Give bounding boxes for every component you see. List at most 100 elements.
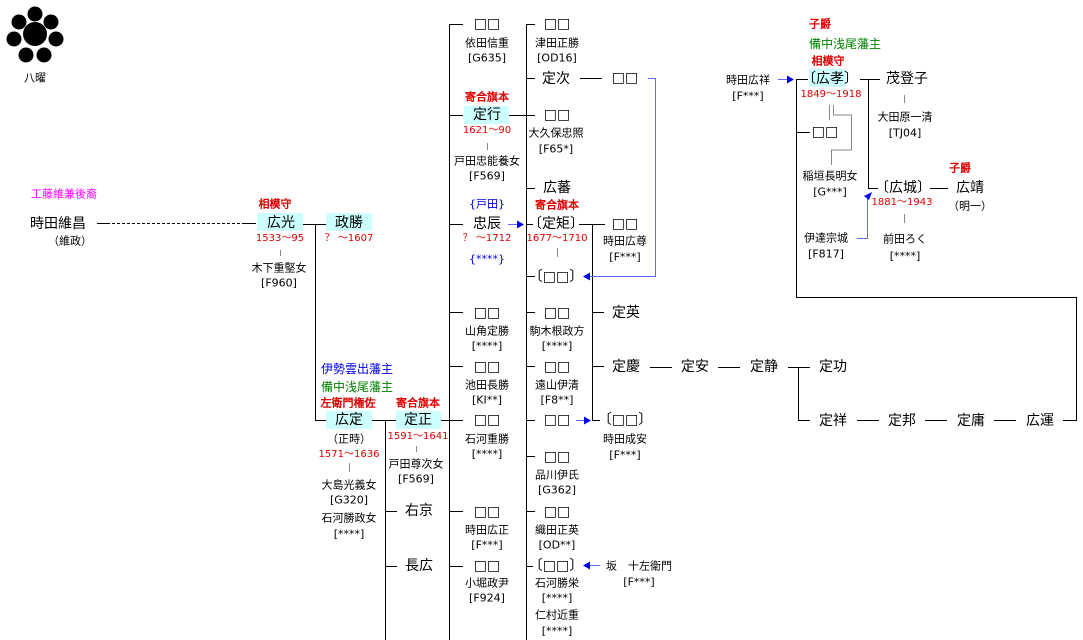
hirosada-years: 1571～1636 <box>318 449 380 460</box>
tadatoki-note2: {****} <box>469 252 505 266</box>
hirotada-title-viscount: 子爵 <box>809 17 831 31</box>
sadayuki-wife-code: [F569] <box>469 169 505 183</box>
hiroyasu-title: 子爵 <box>949 161 971 175</box>
col3-d4-code: [F8**] <box>540 393 574 407</box>
hiroki-name: 〔広城〕 <box>875 180 931 196</box>
hiromitsu-highlight <box>257 213 303 231</box>
sadakuni-name: 定邦 <box>888 413 916 429</box>
sadamasa-wife: 戸田尊次女 <box>388 457 444 471</box>
col2-d6-code: [F924] <box>469 591 505 605</box>
hiroshige-name: 広蕃 <box>543 180 571 196</box>
hirokazu-name: 広運 <box>1026 413 1054 429</box>
tadatoki-name: 忠辰 <box>473 216 501 232</box>
ban-code: [F***] <box>623 575 655 589</box>
hirotada-wife-code: [G***] <box>813 185 847 199</box>
col3-d2-name: □□ <box>543 107 571 123</box>
col3-d6-code: [G362] <box>537 483 577 497</box>
col3-d7-spouse: 織田正英 <box>535 523 579 537</box>
ancestor-name: 時田維昌 <box>30 216 86 232</box>
col2-d2-spouse: 山角定勝 <box>465 324 509 338</box>
sadanori-child-spouse: 時田広尊 <box>603 234 647 248</box>
hiroki-origin: 伊達宗城 <box>804 231 848 245</box>
hiromitsu-name: 広光 <box>267 215 295 231</box>
col3-d5-name: □□ <box>543 412 571 428</box>
motoko-code: [TJ04] <box>888 126 922 140</box>
sadayuki-highlight <box>464 106 509 124</box>
masakatsu-years: ？ ～1607 <box>324 233 374 244</box>
sister-name: □□ <box>811 124 839 140</box>
col2-d5-spouse: 時田広正 <box>465 523 509 537</box>
sadamasa-name: 定正 <box>404 412 432 428</box>
sadatsugu-child: □□ <box>611 70 639 86</box>
adopted-code: [F***] <box>609 448 641 462</box>
col3-d1-code: [OD16] <box>537 51 577 65</box>
hiromitsu-wife-code: [F960] <box>261 276 297 290</box>
hiroki-wife-code: [****] <box>889 249 921 263</box>
col3-d8-spouse2: 仁村近重 <box>535 608 579 622</box>
col3-d8-code2: [****] <box>541 624 573 638</box>
hiroki-years: 1881～1943 <box>871 197 933 208</box>
hirotada-title-court: 相模守 <box>811 54 845 68</box>
sadanori-name: 〔定矩〕 <box>528 216 584 232</box>
adopted-spouse: 時田成安 <box>603 432 647 446</box>
sadanori-child-code: [F***] <box>609 250 641 264</box>
col3-d1-name: □□ <box>543 16 571 32</box>
sadanari-name: 定功 <box>819 359 847 375</box>
sadamasa-title: 寄合旗本 <box>396 396 440 410</box>
col2-d3-name: □□ <box>473 359 501 375</box>
motoko-spouse: 大田原一清 <box>877 110 933 124</box>
ban-name: 坂 十左衛門 <box>606 559 672 573</box>
sadayuki-years: 1621～90 <box>462 125 512 136</box>
col2-d2-code: [****] <box>471 339 503 353</box>
sadayuki-title: 寄合旗本 <box>465 90 509 104</box>
hirosada-wife2-code: [****] <box>333 527 365 541</box>
masakatsu-name: 政勝 <box>335 215 363 231</box>
col2-d1-name: □□ <box>473 16 501 32</box>
hirotada-origin-code: [F***] <box>732 89 764 103</box>
sadatsugu-name: 定次 <box>542 71 570 87</box>
sadamasa-years: 1591～1641 <box>387 431 449 442</box>
col2-d3-spouse: 池田長勝 <box>465 378 509 392</box>
col2-d4-spouse: 石河重勝 <box>465 432 509 446</box>
ancestor-alias: （維政） <box>48 234 92 248</box>
sadahide-name: 定英 <box>612 305 640 321</box>
col3-d4-name: □□ <box>543 359 571 375</box>
col3-d2-code: [F65*] <box>538 142 574 156</box>
col2-d1-spouse: 依田信重 <box>465 36 509 50</box>
col3-d8-spouse1: 石河勝栄 <box>535 576 579 590</box>
hirosada-title-bitchu: 備中浅尾藩主 <box>320 380 394 394</box>
tadatoki-years: ？ ～1712 <box>462 233 512 244</box>
sadayasu-name: 定安 <box>681 359 709 375</box>
col2-d4-name: □□ <box>473 412 501 428</box>
sadayoshi-name: 定慶 <box>612 359 640 375</box>
tadatoki-note: {戸田} <box>469 197 505 211</box>
col3-d6-spouse: 品川伊氏 <box>535 468 579 482</box>
col3-d7-name: □□ <box>543 504 571 520</box>
hirotada-highlight <box>809 69 846 87</box>
hirosada-wife1: 大島光義女 <box>321 478 377 492</box>
col2-d2-name: □□ <box>473 305 501 321</box>
hirotada-origin: 時田広祥 <box>726 73 770 87</box>
hirotada-years: 1849～1918 <box>800 89 862 100</box>
hiromitsu-wife: 木下重堅女 <box>251 261 307 275</box>
sadashizu-name: 定静 <box>750 359 778 375</box>
hiromitsu-years: 1533～95 <box>255 233 305 244</box>
hirosada-wife1-code: [G320] <box>329 493 369 507</box>
hirosada-title-court: 左衛門権佐 <box>320 396 376 410</box>
sadanori-years: 1677～1710 <box>526 233 588 244</box>
hirosada-highlight <box>326 411 372 429</box>
adopted-name: 〔□□〕 <box>597 412 653 428</box>
hiromitsu-title: 相模守 <box>258 197 292 211</box>
col3-d6-name: □□ <box>543 449 571 465</box>
col2-d5-code: [F***] <box>471 538 503 552</box>
col2-d3-code: [KI**] <box>471 393 503 407</box>
hiroyasu-name: 広靖 <box>956 180 984 196</box>
hirotada-title-domain: 備中浅尾藩主 <box>808 37 882 51</box>
col3-d7-code: [OD**] <box>538 538 576 552</box>
hirosada-title-ise: 伊勢雲出藩主 <box>320 362 394 376</box>
col3-d2-spouse: 大久保忠照 <box>528 126 584 140</box>
sadayuki-name: 定行 <box>473 107 501 123</box>
hachiyo-crest-icon <box>6 6 64 63</box>
crest-label: 八曜 <box>24 71 46 85</box>
col2-d5-name: □□ <box>473 504 501 520</box>
